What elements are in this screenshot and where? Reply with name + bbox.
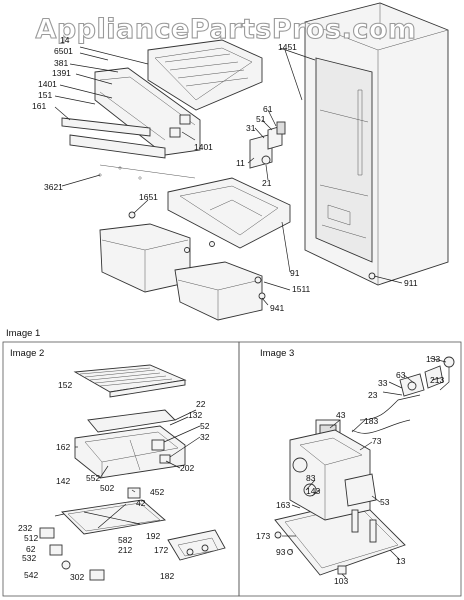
callout-label: 42 — [136, 498, 146, 508]
image2-drawing — [39, 364, 226, 581]
watermark-text: AppliancePartsPros.com — [35, 14, 416, 45]
callout-label: 452 — [150, 487, 164, 497]
image1-drawing — [54, 2, 449, 321]
callout-label: 53 — [380, 497, 390, 507]
callout-label: 202 — [180, 463, 194, 473]
callout-label: 1401 — [194, 142, 213, 152]
callout-label: 23 — [368, 390, 378, 400]
image3-callouts: 133 213 63 33 23 43 183 73 83 143 53 163… — [256, 354, 444, 586]
callout-label: 133 — [426, 354, 440, 364]
callout-label: 143 — [306, 486, 320, 496]
callout-label: 941 — [270, 303, 284, 313]
callout-label: 213 — [430, 375, 444, 385]
image1-callouts: 14 6501 381 1391 1401 151 161 1451 61 51… — [32, 35, 418, 313]
callout-label: 173 — [256, 531, 270, 541]
callout-label: 142 — [56, 476, 70, 486]
callout-label: 163 — [276, 500, 290, 510]
callout-label: 182 — [160, 571, 174, 581]
callout-label: 13 — [396, 556, 406, 566]
callout-label: 73 — [372, 436, 382, 446]
callout-label: 91 — [290, 268, 300, 278]
callout-label: 103 — [334, 576, 348, 586]
callout-label: 33 — [378, 378, 388, 388]
callout-label: 582 — [118, 535, 132, 545]
callout-label: 512 — [24, 533, 38, 543]
callout-label: 31 — [246, 123, 256, 133]
callout-label: 83 — [306, 473, 316, 483]
section-title-image1: Image 1 — [6, 328, 40, 339]
callout-label: 1391 — [52, 68, 71, 78]
callout-label: 162 — [56, 442, 70, 452]
callout-label: 183 — [364, 416, 378, 426]
callout-label: 93 — [276, 547, 286, 557]
callout-label: 1401 — [38, 79, 57, 89]
section-title-image3: Image 3 — [260, 348, 294, 359]
callout-label: 192 — [146, 531, 160, 541]
callout-label: 911 — [404, 278, 418, 288]
callout-label: 3621 — [44, 182, 63, 192]
callout-label: 132 — [188, 410, 202, 420]
callout-label: 152 — [58, 380, 72, 390]
callout-label: 14 — [60, 35, 70, 45]
callout-label: 172 — [154, 545, 168, 555]
callout-label: 542 — [24, 570, 38, 580]
callout-label: 32 — [200, 432, 210, 442]
callout-label: 381 — [54, 58, 68, 68]
callout-label: 232 — [18, 523, 32, 533]
image3-frame — [238, 341, 462, 597]
callout-label: 61 — [263, 104, 273, 114]
callout-label: 1651 — [139, 192, 158, 202]
callout-label: 1511 — [292, 284, 311, 294]
callout-label: 63 — [396, 370, 406, 380]
callout-label: 52 — [200, 421, 210, 431]
callout-label: 502 — [100, 483, 114, 493]
callout-label: 552 — [86, 473, 100, 483]
callout-label: 6501 — [54, 46, 73, 56]
callout-label: 302 — [70, 572, 84, 582]
section-title-image2: Image 2 — [10, 348, 44, 359]
callout-label: 532 — [22, 553, 36, 563]
callout-label: 161 — [32, 101, 46, 111]
image3-drawing — [274, 356, 455, 579]
callout-label: 22 — [196, 399, 206, 409]
callout-label: 62 — [26, 544, 36, 554]
callout-label: 51 — [256, 114, 266, 124]
callout-label: 1451 — [278, 42, 297, 52]
callout-label: 151 — [38, 90, 52, 100]
callout-label: 21 — [262, 178, 272, 188]
callout-label: 11 — [236, 158, 245, 168]
image2-callouts: 152 22 132 52 32 162 552 502 202 142 452… — [18, 380, 210, 582]
callout-label: 43 — [336, 410, 346, 420]
callout-label: 212 — [118, 545, 132, 555]
